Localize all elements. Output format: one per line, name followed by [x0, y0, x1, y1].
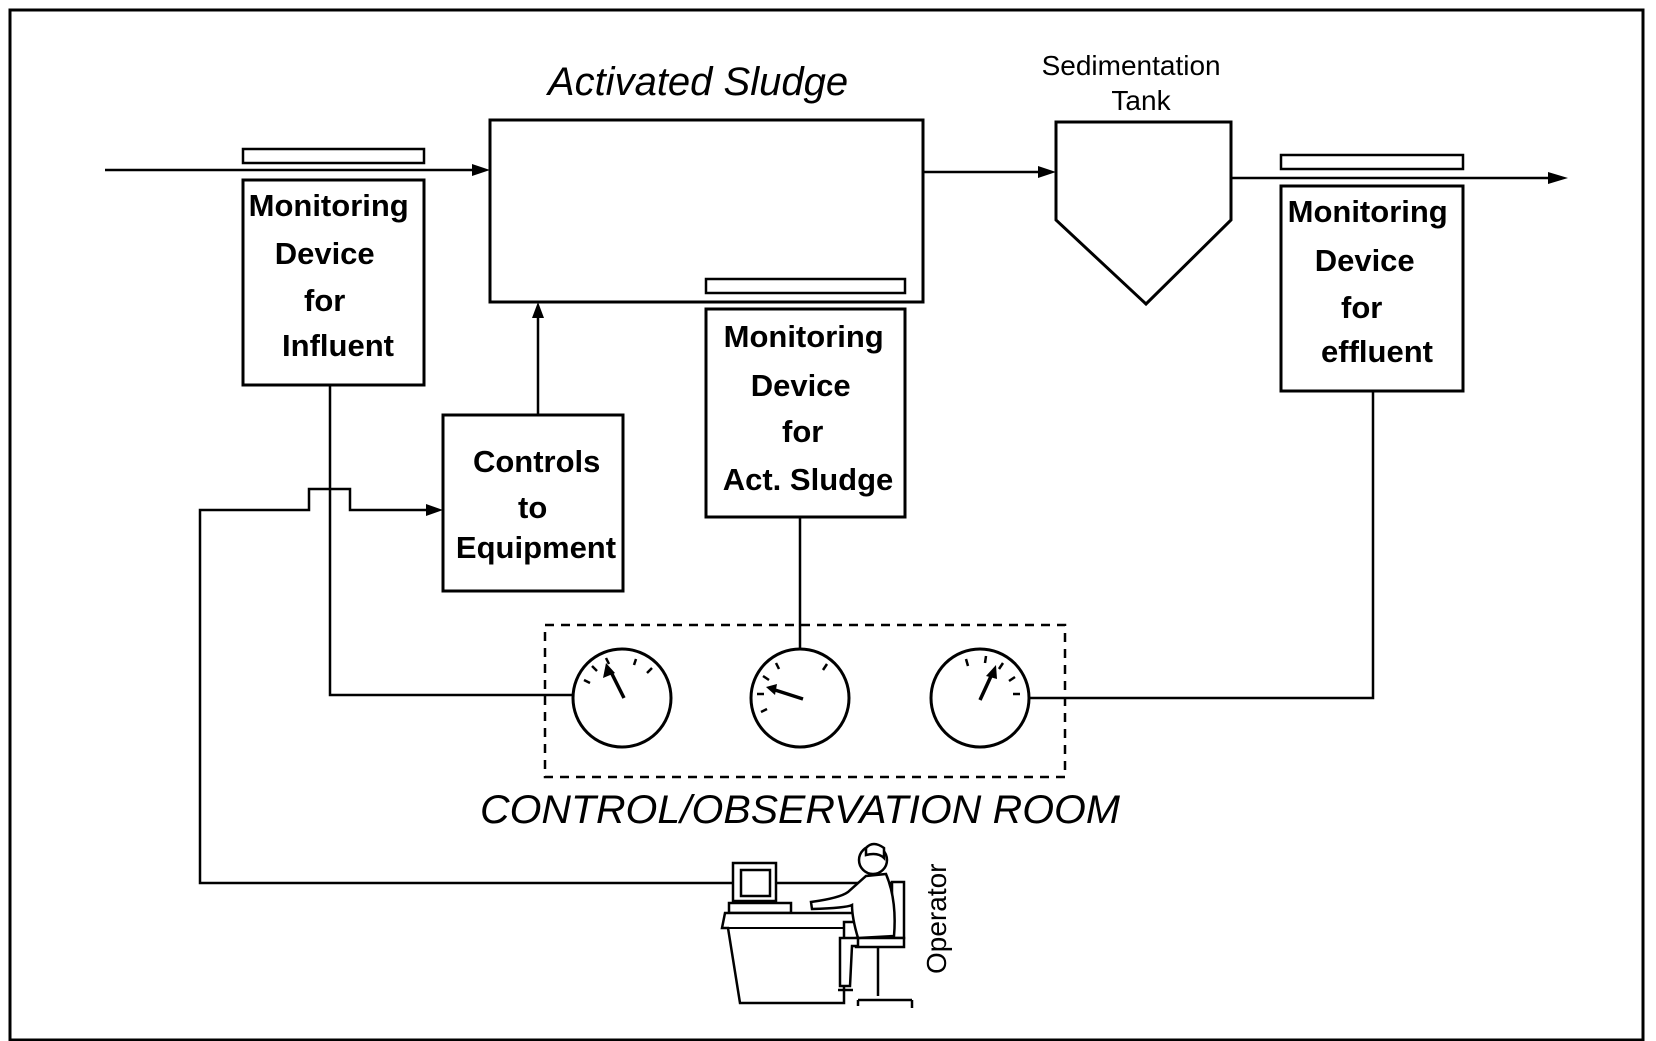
- effluent-line3: for: [1341, 290, 1382, 325]
- influent-line4: Influent: [282, 328, 394, 363]
- monitor-screen: [741, 870, 770, 896]
- operator-legs: [840, 938, 858, 986]
- sedimentation-tank: [1056, 122, 1231, 304]
- sludge-line3: for: [782, 414, 823, 449]
- influent-line2: Device: [275, 236, 375, 271]
- influent-line3: for: [304, 283, 345, 318]
- chair-seat: [856, 938, 904, 947]
- keyboard: [729, 903, 791, 913]
- effluent-line2: Device: [1315, 243, 1415, 278]
- operator-workstation: Operator: [722, 844, 952, 1008]
- sludge-line1: Monitoring: [724, 319, 884, 354]
- sludge-sensor-bar: [706, 279, 905, 293]
- influent-line1: Monitoring: [249, 188, 409, 223]
- dial-effluent: [931, 649, 1029, 747]
- controls-line3: Equipment: [456, 530, 616, 565]
- dial-sludge: [751, 649, 849, 747]
- controls-line1: Controls: [473, 444, 600, 479]
- desk: [722, 913, 855, 1003]
- effluent-line4: effluent: [1321, 334, 1433, 369]
- sludge-line4: Act. Sludge: [723, 462, 894, 497]
- operator-label: Operator: [921, 864, 952, 975]
- effluent-line1: Monitoring: [1288, 194, 1448, 229]
- activated-sludge-title: Activated Sludge: [546, 60, 848, 104]
- dial-influent-face: [573, 649, 671, 747]
- influent-sensor-bar: [243, 149, 424, 163]
- dial-influent: [573, 649, 671, 747]
- effluent-sensor-bar: [1281, 155, 1463, 169]
- sedimentation-tank-label: Sedimentation Tank: [1042, 50, 1229, 116]
- control-room-label: CONTROL/OBSERVATION ROOM: [480, 788, 1121, 832]
- sedimentation-label-line1: Sedimentation: [1042, 50, 1221, 81]
- arrow-effluent-out: [1548, 172, 1568, 184]
- dial-effluent-tick: [985, 656, 986, 663]
- sludge-line2: Device: [751, 368, 851, 403]
- controls-line2: to: [518, 490, 547, 525]
- arrow-into-sludge: [472, 164, 490, 176]
- sedimentation-label-line2: Tank: [1111, 85, 1171, 116]
- activated-sludge-tank: [490, 120, 923, 302]
- arrow-into-sludge-from-controls: [532, 302, 544, 318]
- arrow-into-controls: [426, 504, 443, 516]
- arrow-into-sedimentation: [1038, 166, 1056, 178]
- effluent-to-dial-line: [1028, 391, 1373, 698]
